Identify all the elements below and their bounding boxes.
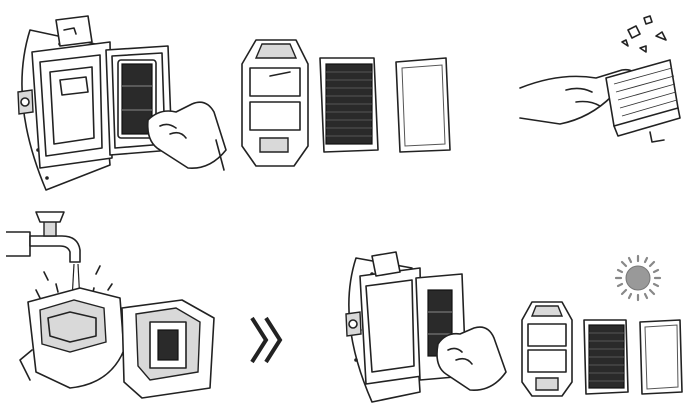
step3-water-tap-icon (6, 212, 80, 262)
step1-filter-housing-icon (242, 40, 308, 166)
step1-bin-open-icon (18, 16, 172, 190)
step5-bin-open-icon (346, 252, 466, 402)
step5-sun-icon (616, 256, 660, 300)
step1-hand-icon (148, 102, 226, 170)
step5-hand-icon (437, 327, 506, 390)
step2-hand-tapping-filter-icon (520, 60, 680, 142)
step5-sponge-filter-icon (640, 320, 682, 394)
step4-next-arrow-icon (252, 318, 280, 362)
step5-hepa-filter-icon (584, 320, 628, 394)
step1-hepa-filter-icon (320, 58, 378, 152)
step3-bin-rinse-icon (20, 288, 214, 398)
step5-filter-housing-icon (522, 302, 572, 396)
step2-dust-debris-icon (622, 16, 666, 52)
step1-sponge-filter-icon (396, 58, 450, 152)
